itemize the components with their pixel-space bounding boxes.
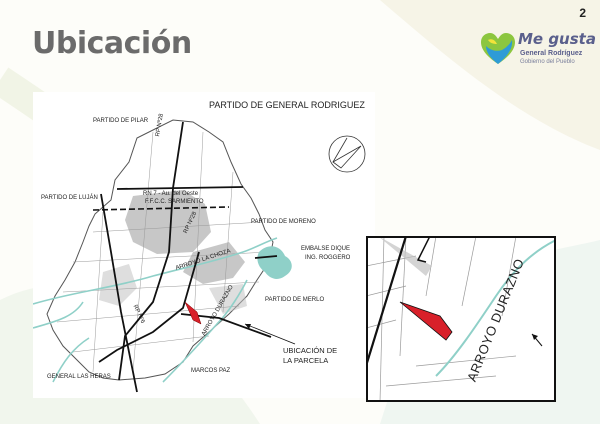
label-merlo: PARTIDO DE MERLO <box>265 297 325 303</box>
map-drawing <box>33 119 366 393</box>
inset-creek <box>435 239 554 377</box>
label-lujan: PARTIDO DE LUJÁN <box>41 195 98 201</box>
label-rn7: RN 7 - Au. del Oeste <box>143 191 199 197</box>
label-ffcc: F.F.C.C. SARMIENTO <box>145 199 204 205</box>
page-title: Ubicación <box>32 26 192 61</box>
label-embalse-2: ING. ROGGERO <box>305 255 351 261</box>
label-moreno: PARTIDO DE MORENO <box>251 219 316 225</box>
parcel-callout: UBICACIÓN DE LA PARCELA <box>283 346 337 366</box>
parcel-marker <box>184 301 202 325</box>
label-marcos-paz: MARCOS PAZ <box>191 368 231 374</box>
logo: Me gusta General Rodríguez Gobierno del … <box>480 28 596 74</box>
callout-arrow <box>244 323 296 345</box>
callout-line-2: LA PARCELA <box>283 356 329 365</box>
logo-subtitle: General Rodríguez <box>520 50 583 57</box>
reservoir <box>257 246 292 279</box>
creek-lines <box>33 237 278 383</box>
district-map: PARTIDO DE GENERAL RODRIGUEZ PARTIDO DE … <box>33 92 375 398</box>
map-title: PARTIDO DE GENERAL RODRIGUEZ <box>209 100 365 110</box>
railway-line <box>92 206 230 211</box>
logo-main-text: Me gusta <box>518 30 596 48</box>
compass-icon <box>328 135 366 173</box>
parcel-inset-map: ARROYO DURAZNO <box>366 236 556 402</box>
label-pilar: PARTIDO DE PILAR <box>93 118 149 124</box>
logo-tagline: Gobierno del Pueblo <box>520 59 575 65</box>
label-las-heras: GENERAL LAS HERAS <box>47 374 111 380</box>
inset-drawing <box>368 238 554 400</box>
heart-logo-icon <box>481 33 515 64</box>
page-number: 2 <box>579 6 586 20</box>
label-embalse-1: EMBALSE DIQUE <box>301 246 351 252</box>
inset-parcel-marker <box>399 301 453 341</box>
callout-line-1: UBICACIÓN DE <box>283 346 338 355</box>
